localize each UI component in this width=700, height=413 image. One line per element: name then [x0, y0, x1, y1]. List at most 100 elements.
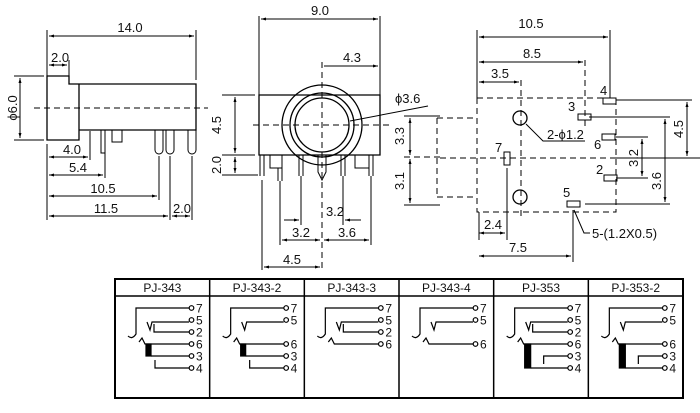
pin-label-4: 4: [600, 83, 607, 98]
model-name: PJ-343-2: [233, 281, 282, 295]
dim-4-5-height: 4.5: [209, 116, 224, 134]
dim-10-5-fp: 10.5: [518, 16, 543, 31]
terminal-pin-icon: [567, 365, 574, 371]
footprint-view: 10.5 8.5 3.5 2.4 7.5 4.5 3.2 3.6 2-ϕ1.2 …: [436, 16, 700, 262]
terminal-pin-icon: [283, 353, 290, 359]
dim-4-5: 4.5: [283, 252, 301, 267]
dim-4-5-fp: 4.5: [671, 120, 686, 138]
terminal-pin-icon: [377, 341, 384, 347]
terminal-label: 6: [575, 338, 582, 352]
terminal-pin-icon: [567, 329, 574, 335]
terminal-label: 5: [196, 314, 203, 328]
side-view: 14.0 2.0 ϕ6.0 4.0 5.4 10.5 11.5 2.0: [5, 20, 208, 220]
dim-3-6: 3.6: [338, 225, 356, 240]
terminal-label: 5: [480, 314, 487, 328]
terminal-label: 3: [291, 350, 298, 364]
terminal-label: 7: [291, 302, 298, 316]
terminal-pin-icon: [188, 329, 195, 335]
terminal-pin-icon: [188, 341, 195, 347]
terminal-label: 7: [196, 302, 203, 316]
terminal-pin-icon: [661, 365, 668, 371]
dim-3-5: 3.5: [491, 66, 509, 81]
terminal-label: 7: [669, 302, 676, 316]
wiring-schematic: [127, 307, 189, 369]
dim-3-3: 3.3: [392, 127, 407, 145]
terminal-label: 6: [480, 338, 487, 352]
terminal-pin-icon: [188, 317, 195, 323]
terminal-label: 7: [575, 302, 582, 316]
terminal-pin-icon: [377, 305, 384, 311]
wiring-schematic: [411, 307, 473, 345]
terminal-pin-icon: [661, 341, 668, 347]
model-name: PJ-353-2: [611, 281, 660, 295]
terminal-pin-icon: [567, 353, 574, 359]
dim-pin-pitch: 2.0: [173, 201, 191, 216]
dim-2-0-pin: 2.0: [209, 156, 224, 174]
front-view: 9.0 4.3 ϕ3.6 4.5 2.0 3.2 3.2 3.6 4.5 3.3…: [209, 3, 440, 270]
terminal-label: 2: [385, 326, 392, 340]
dim-3-2-right: 3.2: [326, 204, 344, 219]
model-name: PJ-353: [522, 281, 560, 295]
terminal-label: 6: [291, 338, 298, 352]
terminal-label: 3: [669, 350, 676, 364]
dim-10-5: 10.5: [90, 181, 115, 196]
model-cell: PJ-343-4 75 6: [411, 281, 487, 352]
dim-hole-diameter: ϕ3.6: [395, 91, 420, 106]
dim-3-1: 3.1: [392, 172, 407, 190]
wiring-schematic: [316, 307, 379, 345]
terminal-pin-icon: [661, 353, 668, 359]
terminal-pin-icon: [567, 317, 574, 323]
terminal-label: 4: [291, 362, 298, 376]
terminal-pin-icon: [472, 317, 479, 323]
pads-note: 5-(1.2X0.5): [592, 226, 657, 241]
dim-11-5: 11.5: [94, 201, 118, 216]
pin-label-7: 7: [495, 140, 502, 155]
terminal-label: 5: [385, 314, 392, 328]
terminal-label: 6: [385, 338, 392, 352]
terminal-pin-icon: [377, 329, 384, 335]
dim-9-0: 9.0: [311, 3, 329, 18]
wiring-schematic: [506, 307, 568, 369]
model-name: PJ-343-4: [422, 281, 471, 295]
holes-note: 2-ϕ1.2: [547, 127, 584, 142]
terminal-pin-icon: [472, 305, 479, 311]
terminal-label: 2: [196, 326, 203, 340]
dim-8-5: 8.5: [523, 46, 541, 61]
dim-5-4: 5.4: [69, 160, 87, 175]
terminal-label: 6: [669, 338, 676, 352]
wiring-table: PJ-343752634PJ-343-275634PJ-343-37526PJ-…: [114, 278, 684, 399]
terminal-label: 7: [480, 302, 487, 316]
pin-label-6: 6: [594, 137, 601, 152]
terminal-label: 5: [575, 314, 582, 328]
dim-4-0: 4.0: [63, 142, 81, 157]
dim-7-5: 7.5: [509, 240, 527, 255]
dim-3-2-left: 3.2: [292, 225, 310, 240]
dim-diameter-6: ϕ6.0: [5, 95, 20, 120]
terminal-pin-icon: [188, 353, 195, 359]
terminal-label: 4: [196, 362, 203, 376]
model-name: PJ-343: [143, 281, 181, 295]
dim-3-6-fp: 3.6: [649, 172, 664, 190]
dim-2-0: 2.0: [51, 50, 69, 65]
dim-3-2-fp: 3.2: [626, 149, 641, 167]
terminal-pin-icon: [188, 365, 195, 371]
terminal-label: 5: [669, 314, 676, 328]
pin-label-2: 2: [596, 162, 603, 177]
dim-14-0: 14.0: [117, 20, 142, 35]
terminal-label: 7: [385, 302, 392, 316]
wiring-schematic: [600, 307, 663, 369]
terminal-pin-icon: [283, 341, 290, 347]
model-cell: PJ-343-2 75 634: [222, 281, 298, 376]
dim-2-4: 2.4: [484, 217, 502, 232]
terminal-pin-icon: [377, 317, 384, 323]
terminal-label: 5: [291, 314, 298, 328]
terminal-pin-icon: [567, 305, 574, 311]
terminal-pin-icon: [188, 305, 195, 311]
pin-label-5: 5: [563, 185, 570, 200]
terminal-pin-icon: [661, 317, 668, 323]
terminal-label: 2: [575, 326, 582, 340]
dim-4-3: 4.3: [343, 50, 361, 65]
